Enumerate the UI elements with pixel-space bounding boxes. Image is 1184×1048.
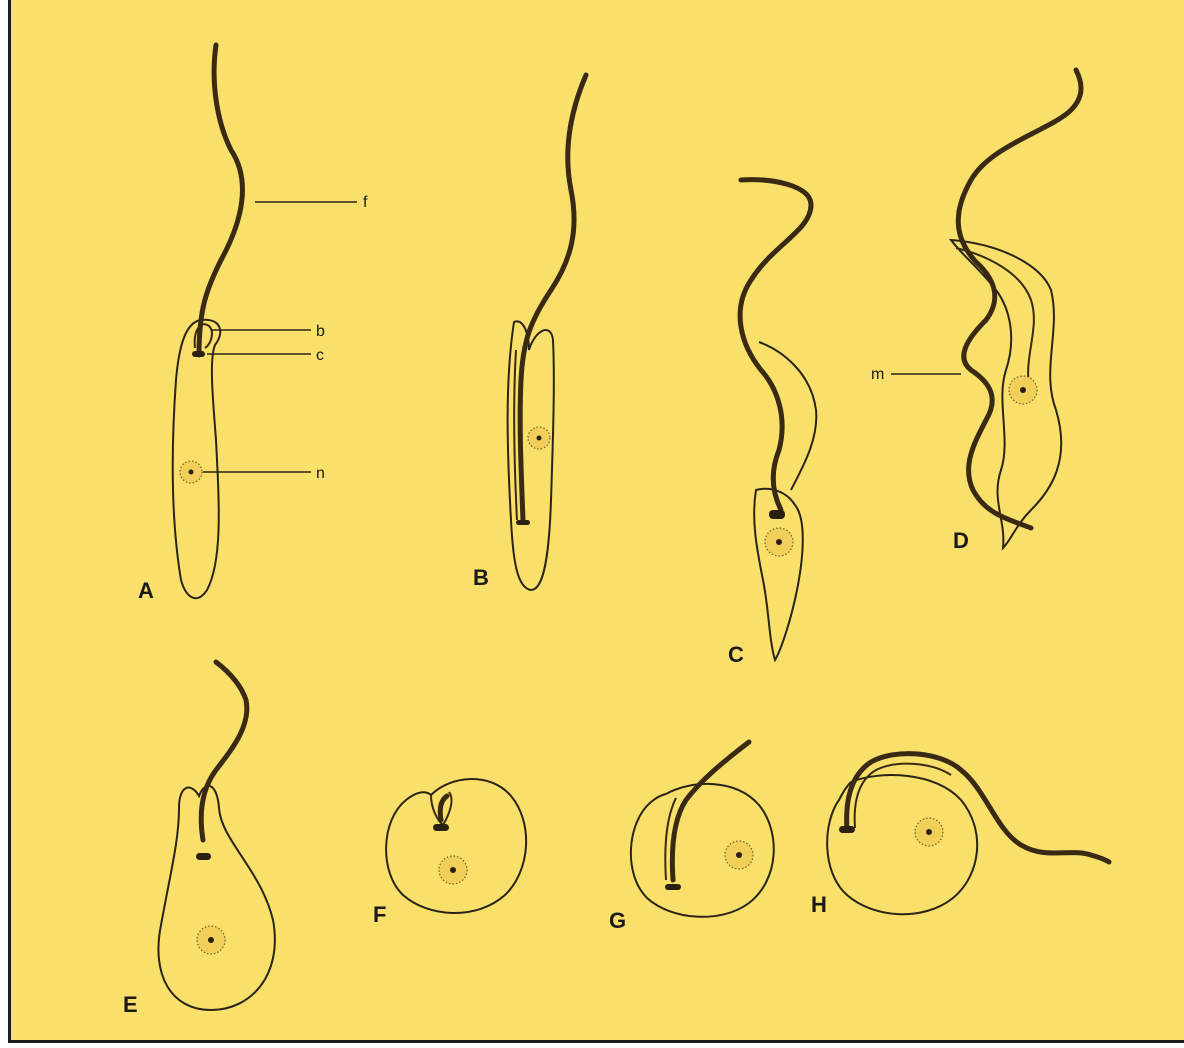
blepharoplast-f bbox=[433, 824, 449, 831]
stage-f: F bbox=[373, 779, 526, 927]
flagellum-d bbox=[958, 70, 1081, 528]
stage-b: B bbox=[473, 75, 586, 590]
stage-label-b: B bbox=[473, 565, 489, 590]
blepharoplast-h bbox=[839, 826, 855, 833]
stage-a-promastigote: f b c n A bbox=[138, 45, 368, 603]
nucleolus-c bbox=[776, 539, 782, 545]
undulating-membrane-c bbox=[759, 342, 816, 490]
axoneme-inner-h bbox=[855, 764, 951, 828]
stage-h: H bbox=[811, 754, 1109, 917]
stage-label-g: G bbox=[609, 908, 626, 933]
nucleolus-a bbox=[189, 470, 194, 475]
stage-label-a: A bbox=[138, 578, 154, 603]
stage-label-e: E bbox=[123, 992, 138, 1017]
cell-body-d bbox=[951, 240, 1061, 548]
stage-label-h: H bbox=[811, 892, 827, 917]
stage-c: C bbox=[728, 180, 816, 667]
nucleolus-d bbox=[1020, 387, 1026, 393]
stage-label-d: D bbox=[953, 528, 969, 553]
nucleolus-h bbox=[926, 829, 932, 835]
flagellum-c bbox=[740, 180, 811, 510]
axoneme-inner-b bbox=[514, 350, 517, 520]
label-b: b bbox=[316, 323, 325, 340]
cell-body-a bbox=[173, 320, 221, 598]
membrane-edge-d bbox=[956, 248, 1034, 395]
figure-panel: f b c n A B C bbox=[8, 0, 1184, 1043]
stage-label-c: C bbox=[728, 642, 744, 667]
nucleolus-b bbox=[537, 436, 542, 441]
label-m: m bbox=[871, 366, 884, 383]
cell-body-e bbox=[158, 786, 274, 1010]
blepharoplast-b bbox=[516, 520, 530, 525]
nucleolus-g bbox=[736, 852, 742, 858]
stage-label-f: F bbox=[373, 902, 386, 927]
label-c: c bbox=[316, 347, 324, 364]
flagellum-f bbox=[440, 796, 447, 820]
flagellum-e bbox=[201, 662, 247, 840]
blepharoplast-c bbox=[769, 510, 785, 519]
nucleolus-e bbox=[208, 937, 214, 943]
label-f: f bbox=[363, 194, 368, 211]
stage-e: E bbox=[123, 662, 275, 1017]
label-n: n bbox=[316, 465, 325, 482]
trypanosomatid-forms-diagram: f b c n A B C bbox=[11, 0, 1184, 1040]
blepharoplast-g bbox=[665, 884, 681, 890]
stage-d: m D bbox=[871, 70, 1081, 553]
cell-body-f bbox=[386, 779, 526, 913]
cell-body-g bbox=[631, 784, 774, 917]
blepharoplast-e bbox=[196, 853, 211, 860]
nucleolus-f bbox=[450, 867, 456, 873]
blepharoplast-a bbox=[192, 351, 205, 357]
stage-g: G bbox=[609, 742, 774, 933]
flagellum-a bbox=[199, 45, 242, 355]
